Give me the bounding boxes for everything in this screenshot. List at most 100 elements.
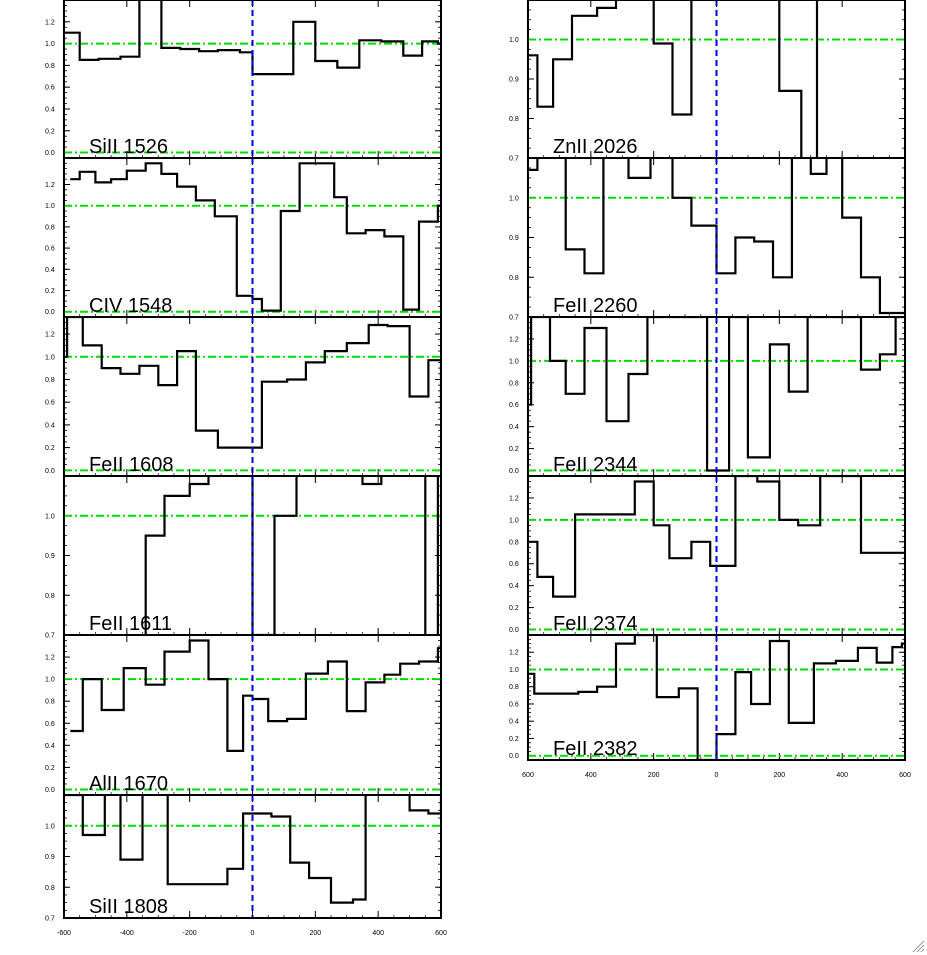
spectrum-line-siii-1808 [64,795,441,904]
x-tick-label: 0 [715,772,719,779]
panel-label: FeII 1608 [89,454,174,476]
panel-label: FeII 2382 [553,738,638,760]
x-tick-label: 400 [372,930,384,937]
y-tick-label: 1.0 [45,823,55,830]
y-tick-label: 0.2 [509,446,519,453]
x-tick-label: -600 [57,930,71,937]
y-tick-label: 1.2 [45,332,55,339]
spectrum-line-civ-1548 [70,162,441,312]
y-tick-label: 0.8 [45,377,55,384]
y-tick-label: 0.2 [45,128,55,135]
y-tick-label: 1.0 [509,358,519,365]
x-tick-label: 0 [251,930,255,937]
spectrum-line-feii-2374 [528,476,905,598]
x-tick-label: 200 [309,930,321,937]
panel-label: FeII 2374 [553,613,638,635]
y-tick-label: 1.2 [509,336,519,343]
y-tick-label: 0.6 [45,246,55,253]
x-tick-label: 200 [773,772,785,779]
y-tick-label: 0.8 [509,684,519,691]
panel-frame [527,634,906,761]
y-tick-label: 0.6 [45,400,55,407]
y-tick-label: 0.2 [45,445,55,452]
y-tick-label: 0.0 [45,150,55,157]
x-tick-label: 600 [435,930,447,937]
y-tick-label: 0.8 [509,275,519,282]
y-tick-label: 1.0 [509,667,519,674]
y-tick-label: 0.4 [509,719,519,726]
x-tick-label: 400 [585,772,597,779]
y-tick-label: 0.0 [45,468,55,475]
y-tick-label: 0.7 [509,156,519,163]
y-tick-label: 1.0 [45,513,55,520]
y-tick-label: 1.2 [509,650,519,657]
y-tick-label: 0.4 [45,422,55,429]
panel-label: CIV 1548 [89,295,172,317]
y-tick-label: 0.2 [509,736,519,743]
y-tick-label: 0.8 [45,885,55,892]
y-tick-label: 0.8 [45,224,55,231]
y-tick-label: 0.9 [509,235,519,242]
spectrum-line-alii-1670 [70,639,441,752]
y-tick-label: 0.2 [45,288,55,295]
y-tick-label: 0.7 [45,916,55,923]
y-tick-label: 0.8 [45,63,55,70]
panel-label: FeII 1611 [89,613,172,635]
y-tick-label: 1.2 [45,19,55,26]
spectrum-line-feii-2344 [528,317,905,472]
x-tick-label: 200 [648,772,660,779]
x-tick-label: -400 [120,930,134,937]
y-tick-label: 0.4 [509,583,519,590]
y-tick-label: 1.0 [45,354,55,361]
y-tick-label: 1.2 [509,495,519,502]
y-tick-label: 0.7 [45,633,55,640]
y-tick-label: 1.0 [509,37,519,44]
y-tick-label: 0.4 [45,743,55,750]
y-tick-label: 0.8 [509,380,519,387]
spectrum-line-znii-2026 [528,0,819,158]
y-tick-label: 0.8 [45,699,55,706]
y-tick-label: 1.0 [509,195,519,202]
resize-grip-icon[interactable] [911,939,925,953]
y-tick-label: 0.6 [45,85,55,92]
y-tick-label: 0.8 [509,116,519,123]
y-tick-label: 0.4 [509,424,519,431]
panel-label: SiII 1808 [89,896,168,918]
y-tick-label: 0.6 [509,561,519,568]
y-tick-label: 0.9 [509,77,519,84]
y-tick-label: 1.0 [509,517,519,524]
y-tick-label: 0.8 [509,539,519,546]
y-tick-label: 0.0 [509,468,519,475]
y-tick-label: 1.2 [45,655,55,662]
panel-label: FeII 2344 [553,454,638,476]
y-tick-label: 0.8 [45,593,55,600]
spectrum-line-feii-2382 [528,635,905,760]
y-tick-label: 0.0 [509,753,519,760]
y-tick-label: 1.0 [45,677,55,684]
y-tick-label: 1.0 [45,203,55,210]
y-tick-label: 0.4 [45,267,55,274]
y-tick-label: 1.0 [45,41,55,48]
y-tick-label: 0.6 [509,402,519,409]
y-tick-label: 0.2 [45,765,55,772]
y-tick-label: 0.0 [45,787,55,794]
y-tick-label: 0.9 [45,854,55,861]
y-tick-label: 0.6 [509,701,519,708]
panel-label: SiII 1526 [89,136,168,158]
x-tick-label: -200 [183,930,197,937]
y-tick-label: 0.4 [45,106,55,113]
panel-label: ZnII 2026 [553,136,638,158]
spectrum-line-feii-2260 [528,158,905,315]
spectrum-line-feii-1611 [144,476,441,635]
y-tick-label: 1.2 [45,182,55,189]
